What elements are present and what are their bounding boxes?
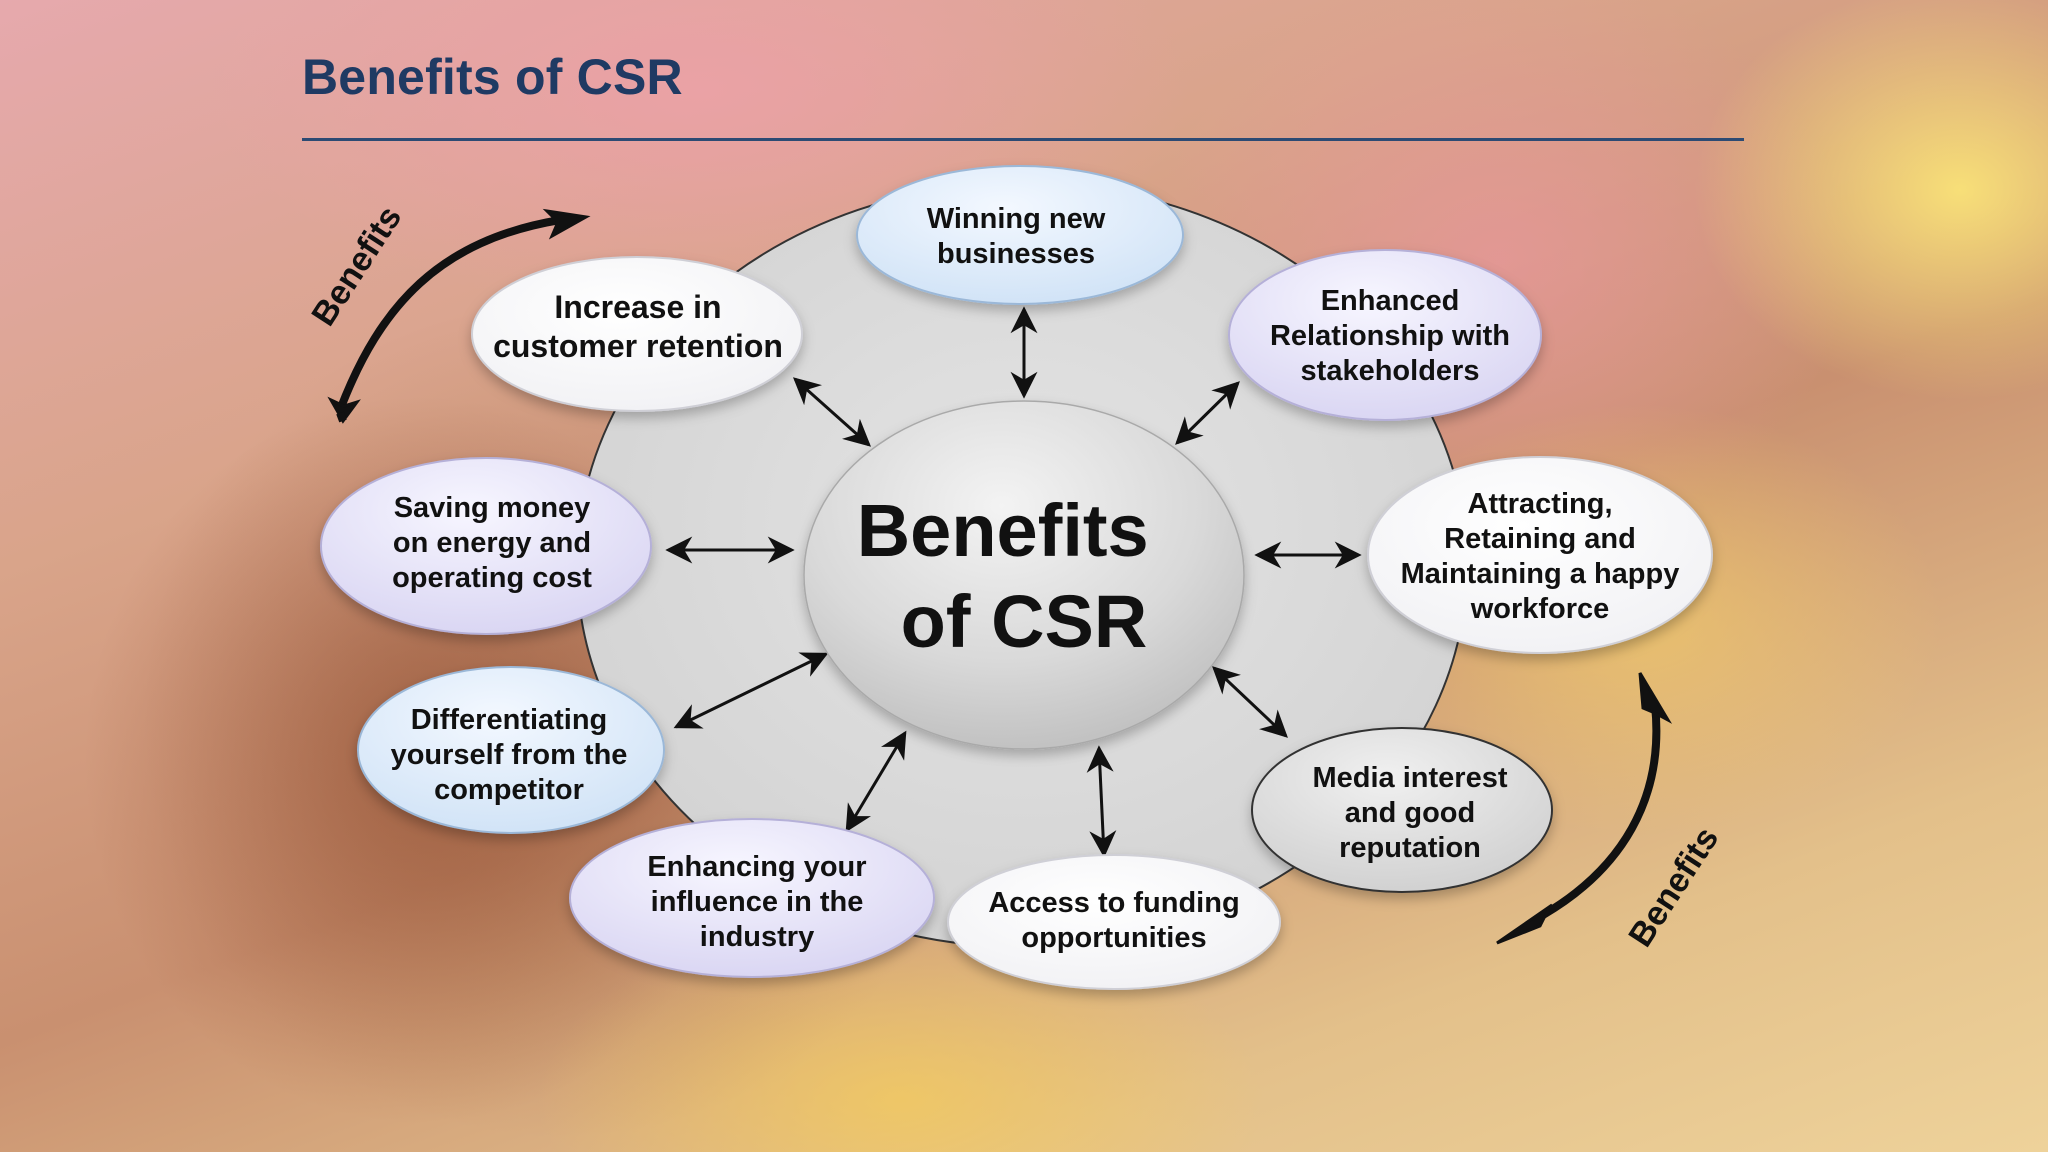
center-line-2: of CSR [901,580,1148,663]
center-hub: Benefits of CSR [803,400,1245,750]
center-line-1: Benefits [857,489,1149,572]
node-label-line: Access to funding [988,887,1239,919]
node-label-line: industry [700,921,814,953]
node-label-line: Attracting, [1468,488,1613,520]
node-label-line: businesses [937,238,1095,270]
node-label-line: Enhancing your [647,851,866,883]
center-title: Benefits of CSR [857,489,1170,663]
node-label-line: Maintaining a happy [1401,558,1680,590]
node-label-line: Differentiating [411,704,608,736]
node-label-line: operating cost [392,562,592,594]
node-label-line: and good [1345,797,1475,829]
node-label-line: yourself from the [391,739,628,771]
node-label-line: Saving money [394,492,591,524]
node-label-line: Winning new [927,203,1106,235]
node-label-line: customer retention [493,328,783,364]
node-label-line: reputation [1339,832,1481,864]
node-label-line: Retaining and [1444,523,1636,555]
connector-retention [792,377,872,447]
connector-arrows [665,306,1362,858]
node-label-line: workforce [1470,593,1610,625]
node-label-line: Media interest [1313,762,1508,794]
connector-funding [1086,745,1117,858]
node-label-line: opportunities [1021,922,1206,954]
node-label-line: stakeholders [1301,355,1480,387]
connector-differentiating [673,652,829,729]
side-label-bottom-right: Benefits [1621,820,1726,953]
node-label-line: influence in the [651,886,864,918]
title-divider [302,138,1744,141]
connector-enhanced [1175,381,1240,445]
connector-influence [845,730,907,833]
node-label-line: Enhanced [1321,285,1460,317]
slide-title: Benefits of CSR [302,49,683,105]
node-label-line: Relationship with [1270,320,1510,352]
connector-media [1212,666,1288,738]
node-label-line: competitor [434,774,584,806]
node-label-line: on energy and [393,527,591,559]
node-label-line: Increase in [554,289,721,325]
